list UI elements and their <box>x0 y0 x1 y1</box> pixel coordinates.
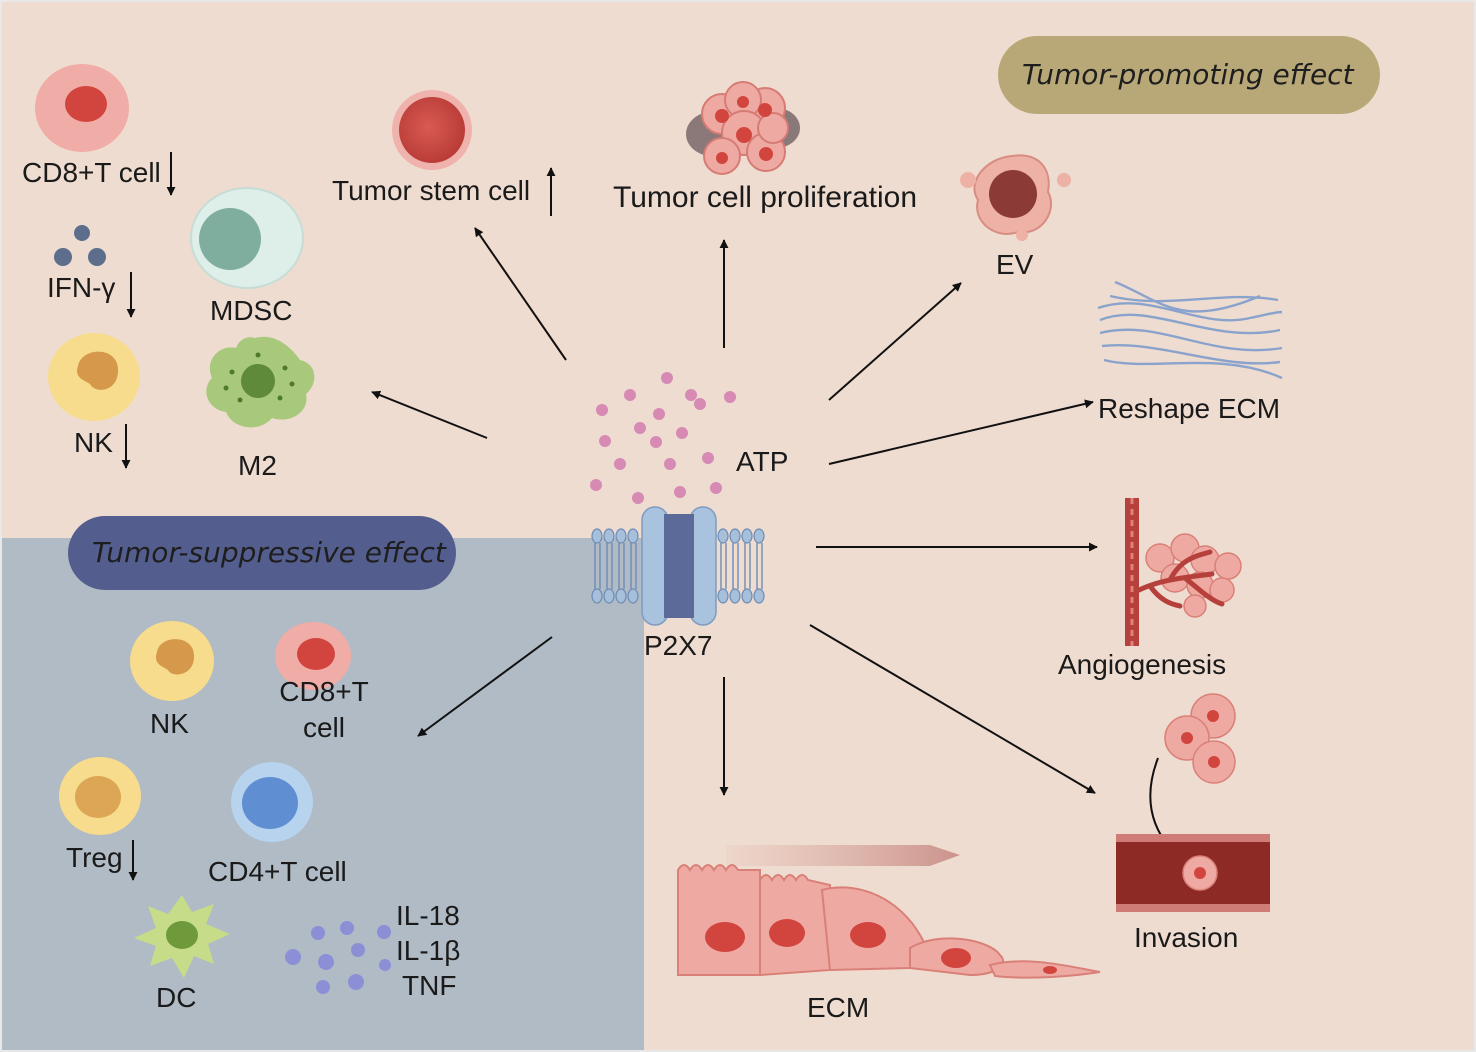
label-nk-bottom: NK <box>150 708 189 739</box>
ecm-cells-graphic <box>677 845 1101 979</box>
arrow-to-suppressive <box>417 636 553 737</box>
label-il18: IL-18 <box>396 900 460 931</box>
tumor-cluster-graphic <box>686 81 800 175</box>
label-m2: M2 <box>238 450 277 481</box>
label-p2x7: P2X7 <box>644 630 713 661</box>
ev-graphic <box>960 154 1071 241</box>
suppressive-pill <box>68 516 456 590</box>
label-mdsc: MDSC <box>210 295 293 326</box>
label-ifn-gamma: IFN-γ <box>47 272 116 303</box>
label-cd8-t-cell-top: CD8+T cell <box>22 157 161 188</box>
arrow-to-ev <box>828 282 962 401</box>
label-angiogenesis: Angiogenesis <box>1058 649 1227 680</box>
angiogenesis-graphic <box>1125 498 1242 646</box>
ecm-fibers-graphic <box>1097 280 1283 380</box>
label-ecm: ECM <box>807 992 870 1023</box>
arrow-to-immune <box>371 390 488 439</box>
label-tumor-stem-cell: Tumor stem cell <box>332 175 531 206</box>
label-tnf: TNF <box>402 970 457 1001</box>
label-dc: DC <box>156 982 197 1013</box>
promoting-title: Tumor-promoting effect <box>1022 58 1354 91</box>
arrow-to-reshape-ecm <box>828 399 1094 465</box>
tumor-stem-cell-graphic <box>392 90 472 170</box>
invasion-graphic <box>1116 693 1270 912</box>
suppressive-graphics <box>59 621 391 994</box>
label-reshape-ecm: Reshape ECM <box>1098 393 1281 424</box>
arrow-to-tumor-stem-cell <box>474 227 567 361</box>
arrow-to-invasion <box>809 624 1096 794</box>
label-invasion: Invasion <box>1134 922 1239 953</box>
immune-suppression-graphics <box>35 64 315 428</box>
label-cd8-line2: cell <box>302 712 345 743</box>
label-nk-top: NK <box>74 427 113 458</box>
label-cd4-t-cell: CD4+T cell <box>208 856 347 887</box>
label-tumor-cell-proliferation: Tumor cell proliferation <box>613 181 917 214</box>
label-il1b: IL-1β <box>396 935 461 966</box>
promoting-pill <box>998 36 1380 114</box>
label-ev: EV <box>996 249 1034 280</box>
label-cd8-line1: CD8+T <box>279 676 369 707</box>
atp-dots <box>590 372 736 504</box>
arrows <box>121 152 1171 881</box>
label-atp: ATP <box>736 446 789 477</box>
p2x7-channel <box>591 506 765 626</box>
label-treg: Treg <box>66 842 123 873</box>
suppressive-title: Tumor-suppressive effect <box>92 536 446 569</box>
